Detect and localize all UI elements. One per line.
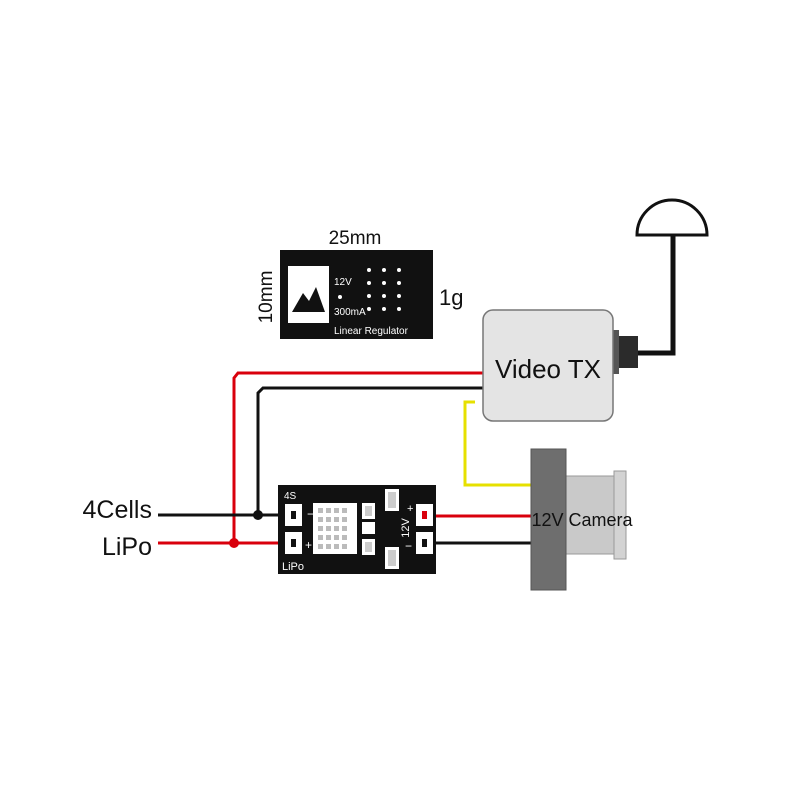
module-dot: [338, 295, 342, 299]
video-tx-label: Video TX: [495, 354, 601, 384]
regulator-board: 4S LiPo − + 12V + −: [278, 485, 436, 574]
smd-cap-lower-core: [388, 550, 396, 566]
negative-junction-dot: [253, 510, 263, 520]
antenna-dome-icon: [635, 198, 709, 237]
module-current-label: 300mA: [334, 307, 366, 318]
module-name-label: Linear Regulator: [334, 326, 409, 337]
brand-logo: [288, 266, 329, 323]
capacitor-top-core: [365, 506, 372, 516]
chip-pin-grid: [318, 508, 347, 549]
camera: 12V Camera: [530, 448, 634, 591]
video-signal-wire: [463, 400, 535, 487]
antenna-connector-nut: [609, 330, 619, 374]
resistor-mid: [362, 522, 375, 534]
vtx-positive-wire: [232, 371, 484, 543]
output-negative-sign: −: [405, 539, 412, 553]
camera-lens-barrel: [563, 475, 621, 555]
board-battery-label: LiPo: [282, 561, 304, 573]
positive-junction-dot: [229, 538, 239, 548]
module-height-label: 10mm: [256, 271, 277, 324]
output-positive-sign: +: [407, 503, 413, 515]
output-positive-pad-hole: [422, 511, 427, 519]
camera-body: [530, 448, 567, 591]
vtx-negative-wire: [256, 386, 484, 515]
capacitor-bottom-core: [365, 542, 372, 552]
video-tx-box: [482, 309, 614, 422]
regulator-module: 25mm 10mm 12V 300mA Linear Regulator 1g: [256, 228, 463, 339]
mountain-logo-icon: [292, 287, 325, 312]
antenna-cable: [638, 228, 676, 356]
battery-type-label: LiPo: [102, 533, 152, 561]
battery-cells-label: 4Cells: [83, 496, 152, 524]
video-tx: Video TX: [482, 198, 709, 422]
output-negative-pad-hole: [422, 539, 427, 547]
input-negative-pad-hole: [291, 511, 296, 519]
input-negative-sign: −: [307, 507, 314, 521]
module-weight-label: 1g: [439, 285, 463, 310]
input-positive-pad-hole: [291, 539, 296, 547]
module-pad-grid: [367, 268, 401, 311]
camera-label: 12V Camera: [531, 510, 633, 530]
module-width-label: 25mm: [329, 228, 382, 249]
input-positive-sign: +: [305, 538, 312, 552]
board-input-label: 4S: [284, 491, 297, 502]
module-voltage-label: 12V: [334, 277, 352, 288]
board-output-label: 12V: [400, 518, 412, 538]
smd-cap-upper-core: [388, 492, 396, 508]
camera-lens-ring: [613, 470, 627, 560]
